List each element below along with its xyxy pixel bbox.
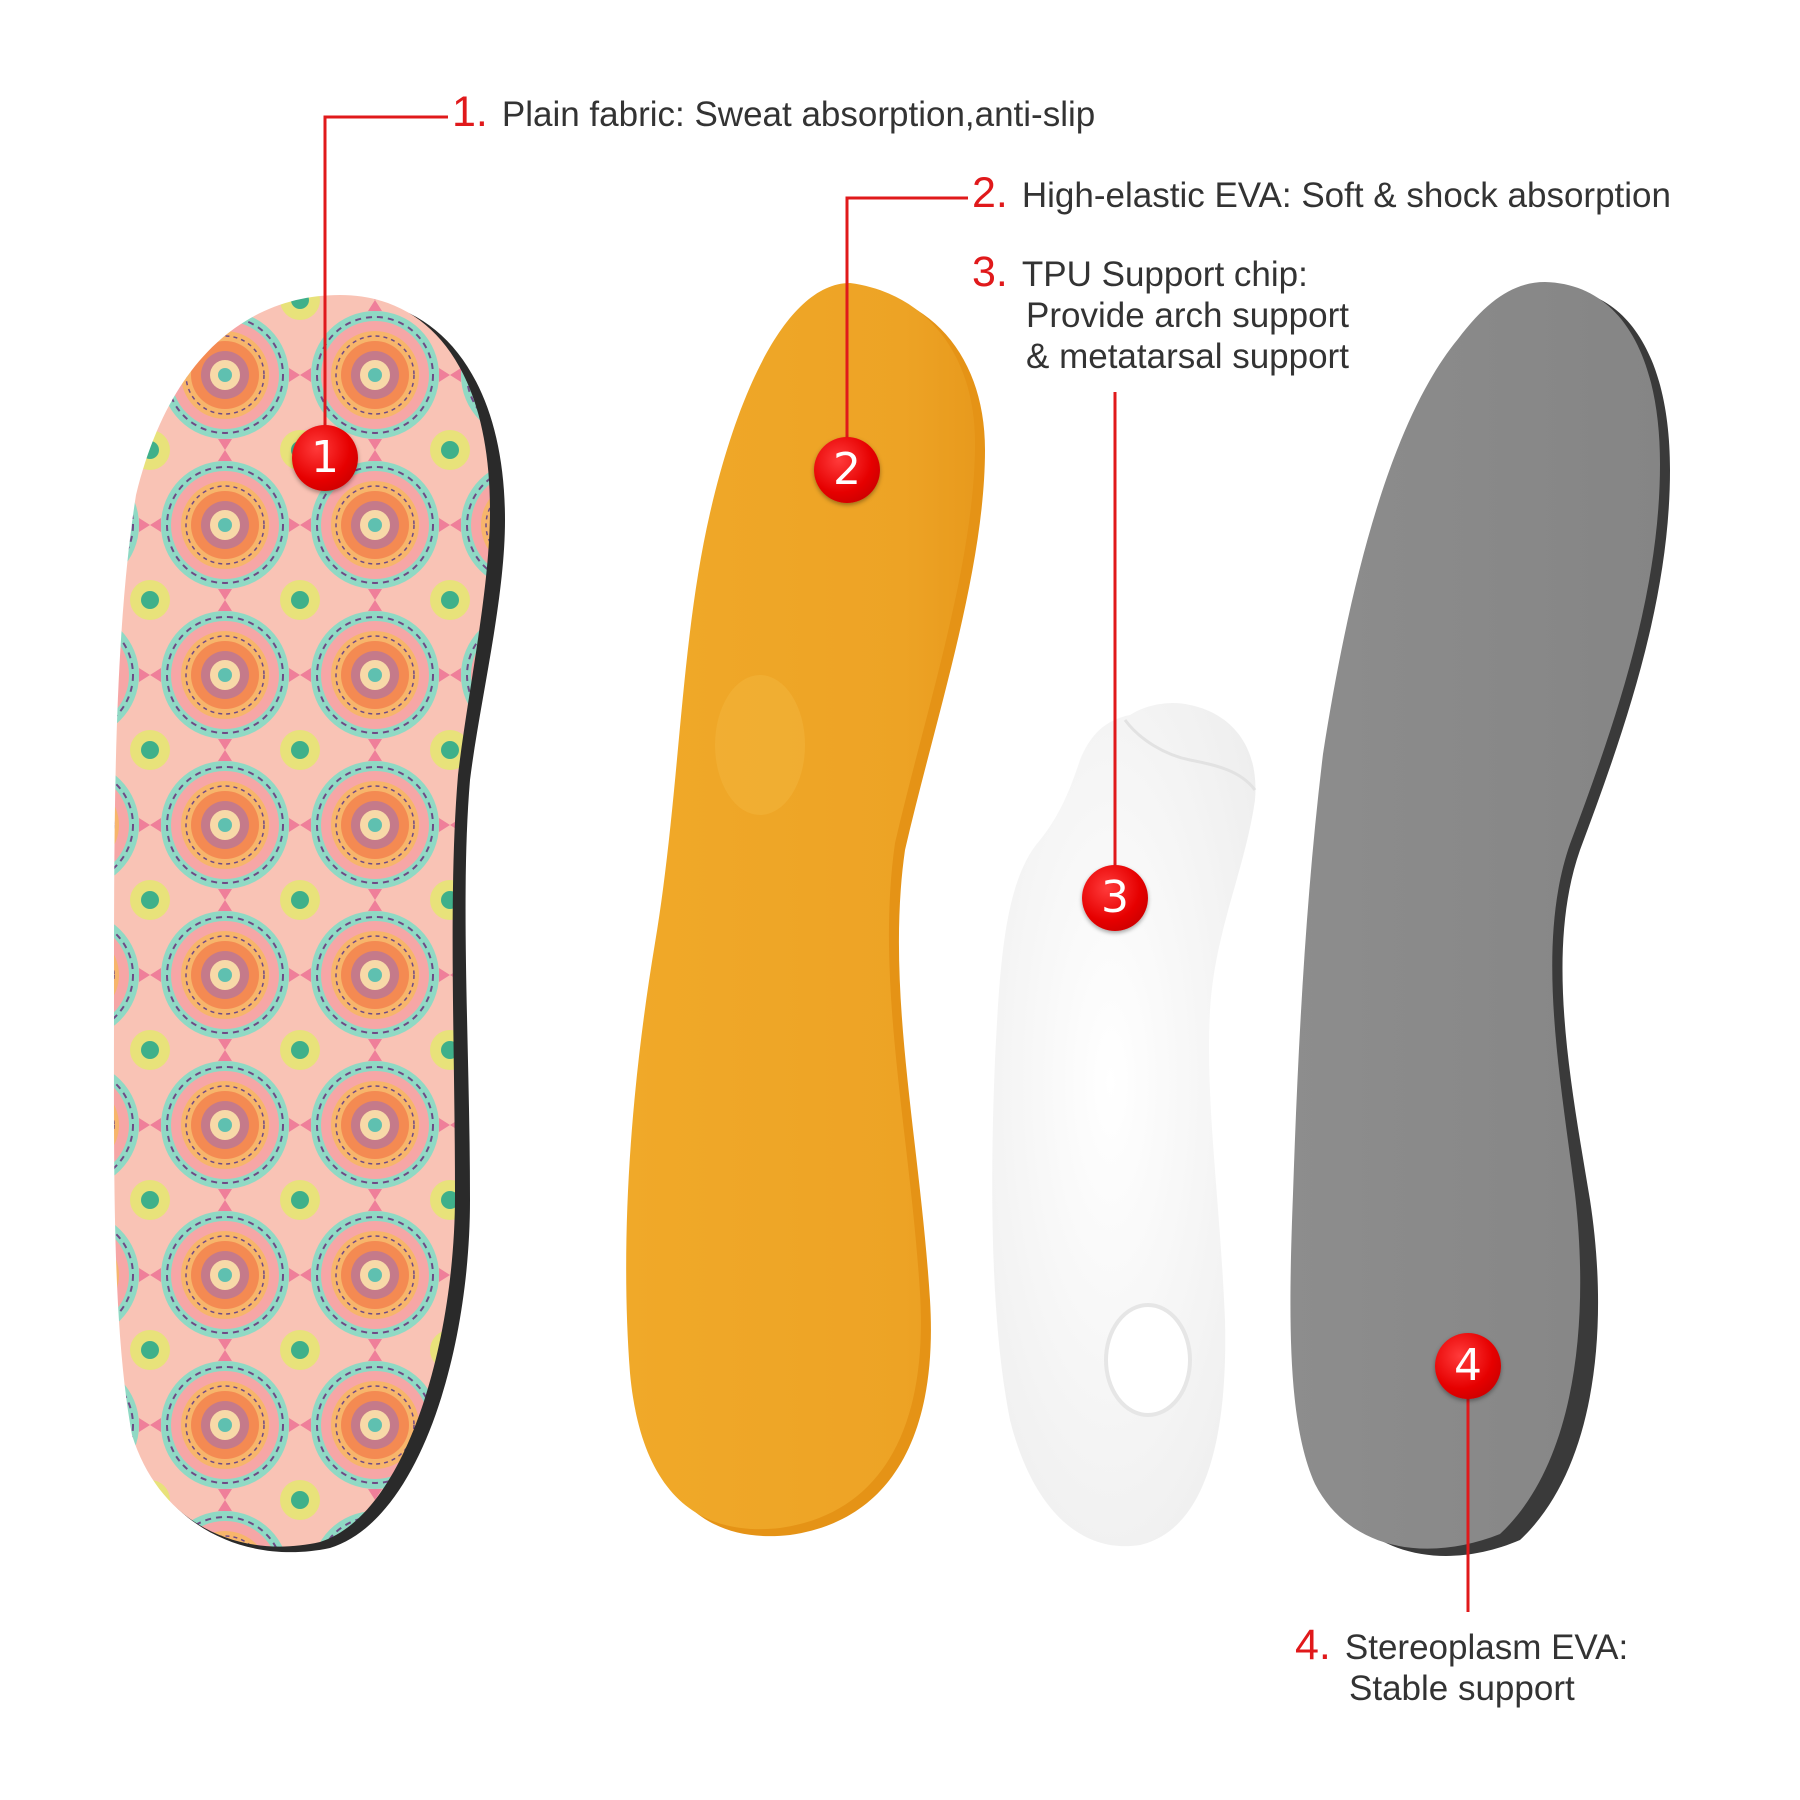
label-text-3a: TPU Support chip: [1021, 255, 1308, 294]
grey-eva-insole [1290, 282, 1670, 1556]
label-number-1: 1. [452, 88, 488, 136]
label-text-3b: Provide arch support [1026, 296, 1349, 335]
fabric-insole [113, 295, 505, 1553]
yellow-eva-insole [626, 283, 985, 1537]
label-layer-2: 2. High-elastic EVA: Soft & shock absorpt… [972, 172, 1671, 216]
label-number-2: 2. [972, 169, 1008, 217]
label-text-4b: Stable support [1349, 1669, 1575, 1708]
badge-2: 2 [814, 437, 880, 503]
label-number-4: 4. [1295, 1621, 1331, 1669]
label-number-3: 3. [972, 248, 1008, 296]
leader-lines [323, 115, 1470, 1612]
badge-4: 4 [1435, 1333, 1501, 1399]
label-text-1: Plain fabric: Sweat absorption,anti-slip [501, 95, 1096, 134]
leader-line-2 [845, 196, 968, 470]
label-text-4a: Stereoplasm EVA: [1344, 1628, 1629, 1667]
leader-line-1 [323, 115, 448, 452]
badge-1: 1 [292, 425, 358, 491]
label-layer-4: 4. Stereoplasm EVA: Stable support [1295, 1624, 1629, 1709]
tpu-support-chip [992, 703, 1257, 1547]
label-layer-3: 3. TPU Support chip: Provide arch support… [972, 251, 1349, 377]
badge-3: 3 [1082, 865, 1148, 931]
label-text-2: High-elastic EVA: Soft & shock absorptio… [1021, 176, 1671, 215]
label-layer-1: 1. Plain fabric: Sweat absorption,anti-sl… [452, 91, 1096, 135]
label-text-3c: & metatarsal support [1026, 337, 1349, 376]
